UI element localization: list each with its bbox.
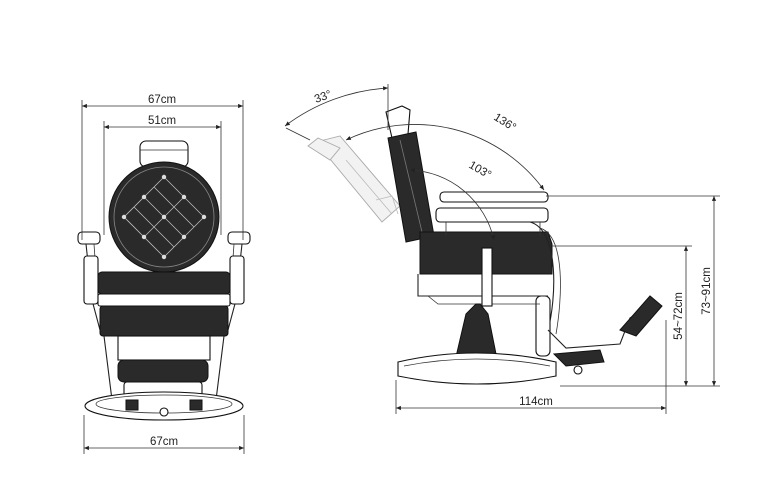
total-height-dimension: 73~91cm <box>546 195 720 387</box>
front-base-width-dimension: 67cm <box>83 415 245 454</box>
front-overall-width-label: 67cm <box>148 94 176 106</box>
side-view-chair <box>385 105 663 385</box>
front-overall-width-dimension: 67cm <box>81 94 244 240</box>
total-length-label: 114cm <box>519 396 553 408</box>
seat-height-dimension: 54~72cm <box>552 245 692 386</box>
total-height-label: 73~91cm <box>701 267 713 315</box>
recline-angle-arc: 33° <box>284 84 389 141</box>
front-view-chair <box>77 140 251 421</box>
front-base-width-label: 67cm <box>150 436 178 448</box>
seat-height-label: 54~72cm <box>673 292 685 340</box>
total-length-dimension: 114cm <box>395 320 667 414</box>
back-angle-label: 103° <box>467 159 494 181</box>
front-seat-width-dimension: 51cm <box>103 115 222 235</box>
recline-angle-label: 33° <box>313 89 333 106</box>
front-seat-width-label: 51cm <box>148 115 176 127</box>
full-recline-angle-label: 136° <box>491 111 518 134</box>
reclined-backrest-ghost <box>307 135 401 223</box>
